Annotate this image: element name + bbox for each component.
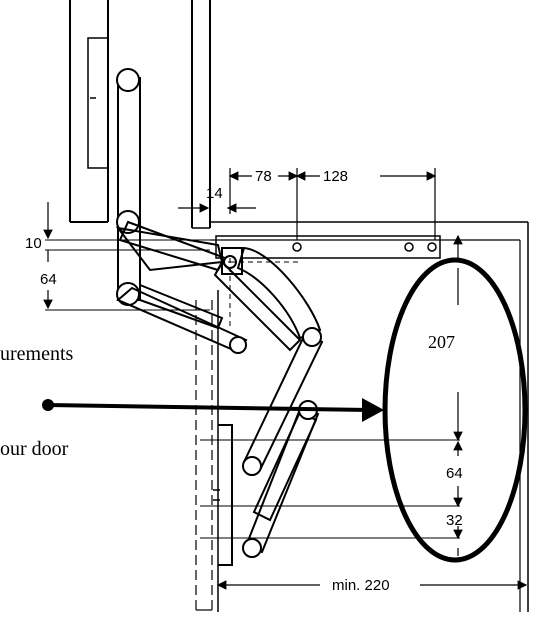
annotation-line2: our door: [0, 438, 69, 460]
right-dimensions: [216, 234, 528, 590]
dim-14: 14: [206, 185, 223, 202]
dim-207: 207: [428, 332, 455, 352]
highlight-ellipse: [382, 257, 528, 563]
annotation-line1: urements: [0, 343, 74, 365]
dim-128: 128: [323, 168, 348, 185]
mounting-plate: [215, 235, 441, 275]
dim-64-left: 64: [40, 271, 57, 288]
door-panel: [69, 0, 109, 223]
dim-78: 78: [255, 168, 272, 185]
dim-32: 32: [446, 512, 463, 529]
callout-arrow: [42, 398, 384, 422]
cabinet-side-panel: [191, 0, 211, 229]
dim-min-width: min. 220: [332, 577, 390, 594]
lift-mechanism: [115, 68, 324, 566]
top-dimensions: [43, 168, 437, 310]
dim-10: 10: [25, 235, 42, 252]
dim-64-right: 64: [446, 465, 463, 482]
